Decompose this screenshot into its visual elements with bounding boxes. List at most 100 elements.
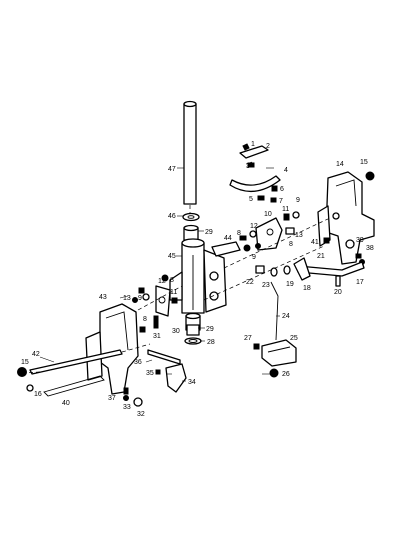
callout-labels: 1 2 3 4 5 6 7 8 8 9 9 10 11 12 13 14 15 … bbox=[21, 141, 374, 418]
part-31-bolt bbox=[153, 315, 159, 329]
part-29-lower-bushing bbox=[186, 324, 200, 336]
callout-25: 25 bbox=[290, 335, 298, 342]
part-13-nut bbox=[255, 243, 261, 249]
callout-8-upper: 8 bbox=[237, 230, 241, 237]
callout-28: 28 bbox=[207, 339, 215, 346]
part-43-clamp-bracket-left bbox=[85, 303, 139, 395]
callout-19: 19 bbox=[286, 281, 294, 288]
callout-20: 20 bbox=[334, 289, 342, 296]
callout-43: 43 bbox=[99, 294, 107, 301]
part-18-lever bbox=[293, 257, 311, 281]
part-11-bolt-left bbox=[171, 297, 178, 304]
part-34-lever bbox=[165, 363, 187, 393]
callout-21: 21 bbox=[317, 253, 325, 260]
part-37-nut bbox=[123, 395, 129, 401]
callout-24: 24 bbox=[282, 313, 290, 320]
callout-10: 10 bbox=[264, 211, 272, 218]
callout-13: 13 bbox=[295, 232, 303, 239]
part-27-screw bbox=[253, 343, 260, 350]
callout-45: 45 bbox=[168, 253, 176, 260]
callout-32: 32 bbox=[137, 411, 145, 418]
leader-lines bbox=[39, 161, 280, 382]
part-2-clip bbox=[239, 145, 269, 159]
assembly-lines bbox=[19, 205, 331, 374]
callout-12: 12 bbox=[250, 223, 258, 230]
callout-17: 17 bbox=[356, 279, 364, 286]
callout-1: 1 bbox=[251, 141, 255, 148]
callout-42: 42 bbox=[32, 351, 40, 358]
callout-38: 38 bbox=[366, 245, 374, 252]
part-16-washer bbox=[26, 384, 34, 392]
callout-41: 41 bbox=[311, 239, 319, 246]
callout-31: 31 bbox=[153, 333, 161, 340]
part-22-nut bbox=[255, 265, 265, 274]
part-10-plate-left bbox=[155, 285, 171, 317]
callout-27: 27 bbox=[244, 335, 252, 342]
part-4-retainer-arc bbox=[229, 175, 281, 192]
part-19-washer bbox=[283, 265, 291, 275]
part-32-washer bbox=[133, 397, 143, 407]
part-3-screw bbox=[247, 162, 255, 168]
part-20-pin bbox=[335, 275, 341, 287]
part-40-rod bbox=[43, 375, 105, 397]
part-9-washer-left bbox=[142, 293, 150, 301]
callout-8-left-upper: 8 bbox=[170, 277, 174, 284]
callout-36: 36 bbox=[134, 359, 142, 366]
callout-30: 30 bbox=[172, 328, 180, 335]
part-7-nut bbox=[270, 197, 277, 203]
part-26-nut bbox=[269, 368, 279, 378]
part-8-bolt-left bbox=[138, 287, 145, 294]
part-23-washer bbox=[270, 267, 278, 277]
part-14-clamp-bracket-right bbox=[317, 171, 375, 265]
callout-15-left: 15 bbox=[21, 359, 29, 366]
callout-37: 37 bbox=[108, 395, 116, 402]
callout-7: 7 bbox=[279, 198, 283, 205]
part-41-pin bbox=[323, 237, 330, 244]
callout-39: 39 bbox=[356, 237, 364, 244]
part-39-pin bbox=[355, 253, 362, 259]
callout-4: 4 bbox=[284, 167, 288, 174]
callout-46: 46 bbox=[168, 213, 176, 220]
part-46-washer bbox=[182, 212, 200, 222]
part-35-pin bbox=[155, 369, 161, 375]
part-47-tube bbox=[183, 100, 197, 205]
callout-3: 3 bbox=[246, 163, 250, 170]
callout-22: 22 bbox=[246, 279, 254, 286]
callout-8-left-lower: 8 bbox=[143, 316, 147, 323]
callout-47: 47 bbox=[168, 166, 176, 173]
part-15-nut-right bbox=[365, 171, 375, 181]
part-12-washer bbox=[249, 230, 257, 238]
callout-11-left: 11 bbox=[170, 289, 177, 296]
callout-15-right: 15 bbox=[360, 159, 368, 166]
callout-12-left: 12 bbox=[158, 278, 166, 285]
part-28-o-ring bbox=[184, 337, 202, 345]
part-44-plate bbox=[211, 241, 251, 257]
callout-29-upper: 29 bbox=[205, 229, 213, 236]
callout-35: 35 bbox=[146, 370, 154, 377]
callout-40: 40 bbox=[62, 400, 70, 407]
part-8-bolt-right bbox=[285, 227, 295, 235]
callout-16: 16 bbox=[34, 391, 42, 398]
callout-23: 23 bbox=[262, 282, 270, 289]
callout-29-lower: 29 bbox=[206, 326, 214, 333]
callout-26: 26 bbox=[282, 371, 290, 378]
callout-11: 11 bbox=[282, 206, 289, 213]
part-25-cover bbox=[261, 339, 297, 367]
callout-9-upper: 9 bbox=[296, 197, 300, 204]
part-11-bolt bbox=[283, 213, 290, 221]
part-8-bolt-upper bbox=[239, 235, 247, 241]
part-5-screw bbox=[257, 195, 265, 201]
part-29-upper-bushing bbox=[183, 224, 199, 241]
part-45-swivel-bracket bbox=[169, 238, 227, 314]
part-13-nut-left bbox=[132, 297, 138, 303]
callout-6: 6 bbox=[280, 186, 284, 193]
callout-9-left: 9 bbox=[138, 295, 142, 302]
part-24-rod bbox=[270, 281, 279, 341]
part-6-nut bbox=[271, 185, 278, 192]
callout-13-left: 13 bbox=[123, 295, 131, 302]
callout-44: 44 bbox=[224, 235, 232, 242]
callout-8-right: 8 bbox=[289, 241, 293, 248]
callout-33: 33 bbox=[123, 404, 131, 411]
part-36-bolt bbox=[147, 349, 181, 365]
